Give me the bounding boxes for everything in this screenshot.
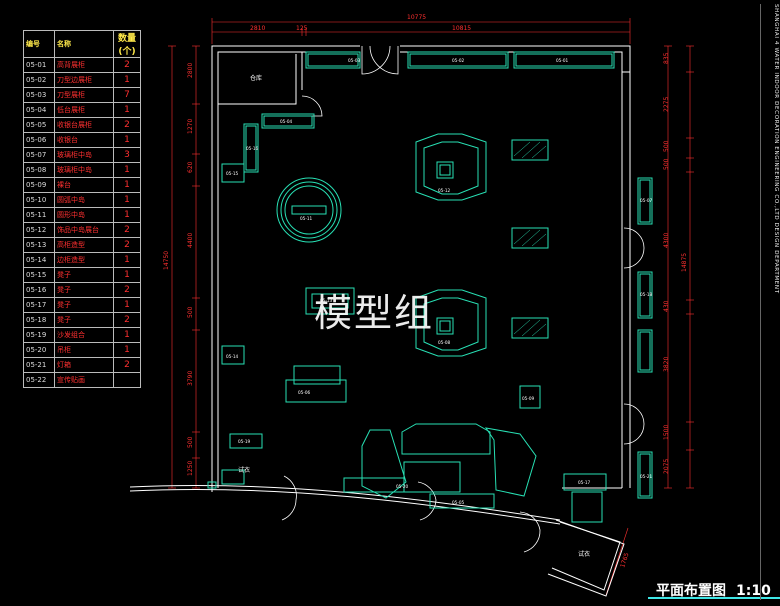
titleblock-border [760,4,761,600]
top-door [361,45,391,75]
dim-bottom-right: 1765 [619,552,630,569]
dimension-text: 10775 2810 125 10815 14750 2800 1270 620… [163,14,688,569]
table-header-cell: 名称 [54,30,114,58]
fixture-label-f4: 05-04 [280,119,293,124]
room-labels: 仓库 试衣 试衣 [238,74,590,558]
storage-door [301,95,323,117]
dim-left-4: 4400 [187,233,194,248]
walls [129,45,631,597]
table-cell-qty [113,372,141,388]
company-name: SHANGHAI 4 WATER INDOOR DECORATION ENGIN… [773,4,779,294]
dim-right-3: 500 [663,140,670,152]
fixture-label-f20: 05-17 [578,480,591,485]
fixture-label-f17: 05-07 [640,198,653,203]
dim-left-8: 1250 [187,461,194,476]
fixture-label-f2: 05-02 [452,58,465,63]
fixture-labels: 05-03 05-02 05-01 05-04 05-16 05-15 05-1… [226,58,653,505]
right-door-2 [623,403,645,445]
fixture-label-f19: 05-21 [640,474,653,479]
dim-right-6: 430 [663,300,670,312]
fixture-label-f7: 05-11 [300,216,313,221]
dim-left-1: 2800 [187,63,194,78]
room-label-storage: 仓库 [250,74,262,82]
dimension-ticks [168,45,694,489]
drawing-title: 平面布置图 1:10 [656,580,771,600]
drawing-title-text: 平面布置图 [656,583,726,599]
dim-top-right: 10815 [452,25,471,32]
dim-left-6: 3790 [187,371,194,386]
fixture-label-f9: 05-13 [320,298,333,303]
dim-right-2: 2275 [663,97,670,112]
fixture-label-f3: 05-01 [556,58,569,63]
dim-right-1: 835 [663,52,670,64]
dim-right-5: 4300 [663,233,670,248]
fixture-label-f18: 05-18 [640,292,653,297]
entrance-door-2 [519,511,541,553]
doors [281,45,645,553]
title-underline [648,597,780,599]
dim-right-4: 500 [663,158,670,170]
fixture-label-f8: 05-12 [438,188,451,193]
dim-left-3: 620 [187,161,194,173]
dimension-lines [171,18,691,596]
dim-left-7: 500 [187,436,194,448]
fixture-label-f15: 05-20 [396,484,409,489]
right-door-1 [623,227,645,269]
dim-right-9: 2075 [663,459,670,474]
drawing-scale: 1:10 [736,583,771,599]
fixture-label-f16: 05-05 [452,500,465,505]
room-label-fitting-2: 试衣 [578,550,590,558]
dim-right-8: 1500 [663,425,670,440]
watermark: 模型组 [314,291,435,335]
dim-top-left: 2810 [250,25,265,32]
fixture-label-f12: 05-09 [522,396,535,401]
fixtures [207,51,653,523]
entrance-door-1 [417,481,437,521]
fixture-label-f5: 05-16 [246,146,259,151]
fitting-door-1 [281,475,297,521]
fixture-label-f1: 05-03 [348,58,361,63]
dim-left-2: 1270 [187,119,194,134]
dim-left-total: 14750 [163,251,170,270]
glass-hatch [513,141,547,337]
dim-right-7: 3820 [663,357,670,372]
fixture-label-f14: 05-19 [238,439,251,444]
fixture-label-f10: 05-08 [438,340,451,345]
dim-left-5: 500 [187,306,194,318]
fixture-label-f13: 05-14 [226,354,239,359]
room-label-fitting: 试衣 [238,466,250,474]
dim-right-total: 14875 [681,253,688,272]
dim-top-mid: 125 [296,25,308,32]
fixture-label-f6: 05-15 [226,171,239,176]
dim-top-total: 10775 [407,14,426,21]
table-header-row: 编号名称数量(个) [23,30,141,58]
table-header-cell: 数量(个) [113,30,141,58]
fixture-label-f11: 05-06 [298,390,311,395]
